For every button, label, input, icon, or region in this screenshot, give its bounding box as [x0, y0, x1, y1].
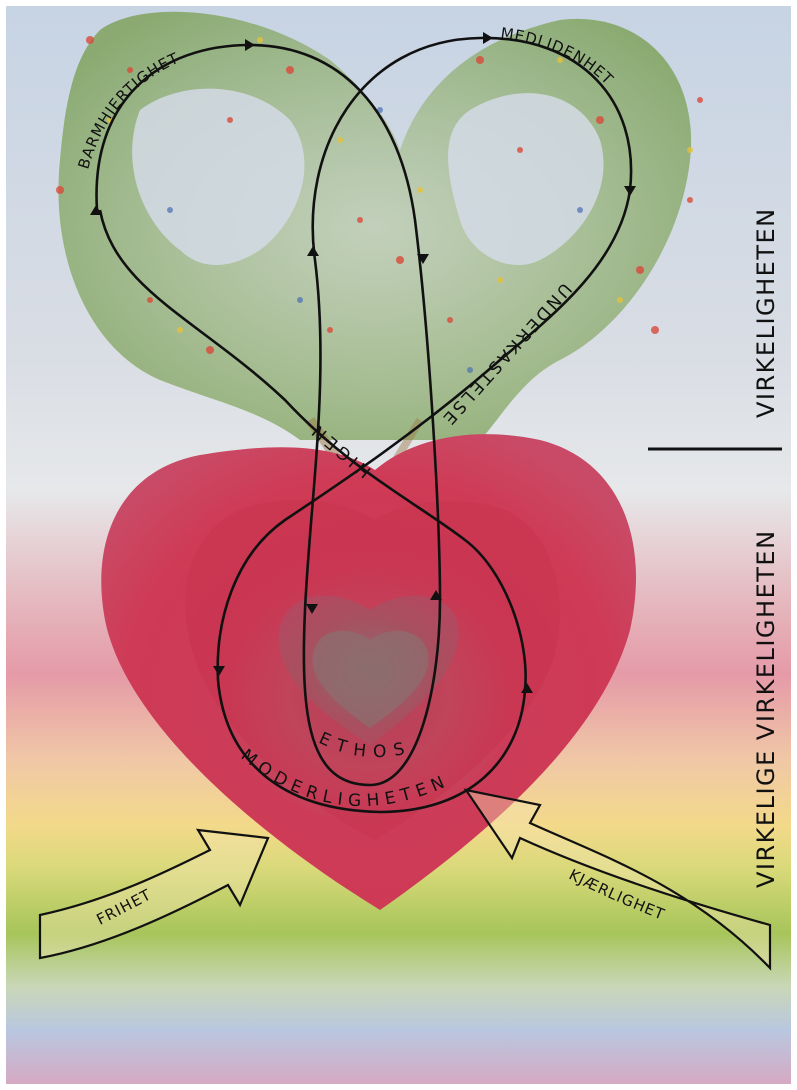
- side-label-virkelige-virkeligheten: VIRKELIGE VIRKELIGHETEN: [752, 529, 780, 888]
- side-label-virkeligheten: VIRKELIGHETEN: [752, 207, 780, 418]
